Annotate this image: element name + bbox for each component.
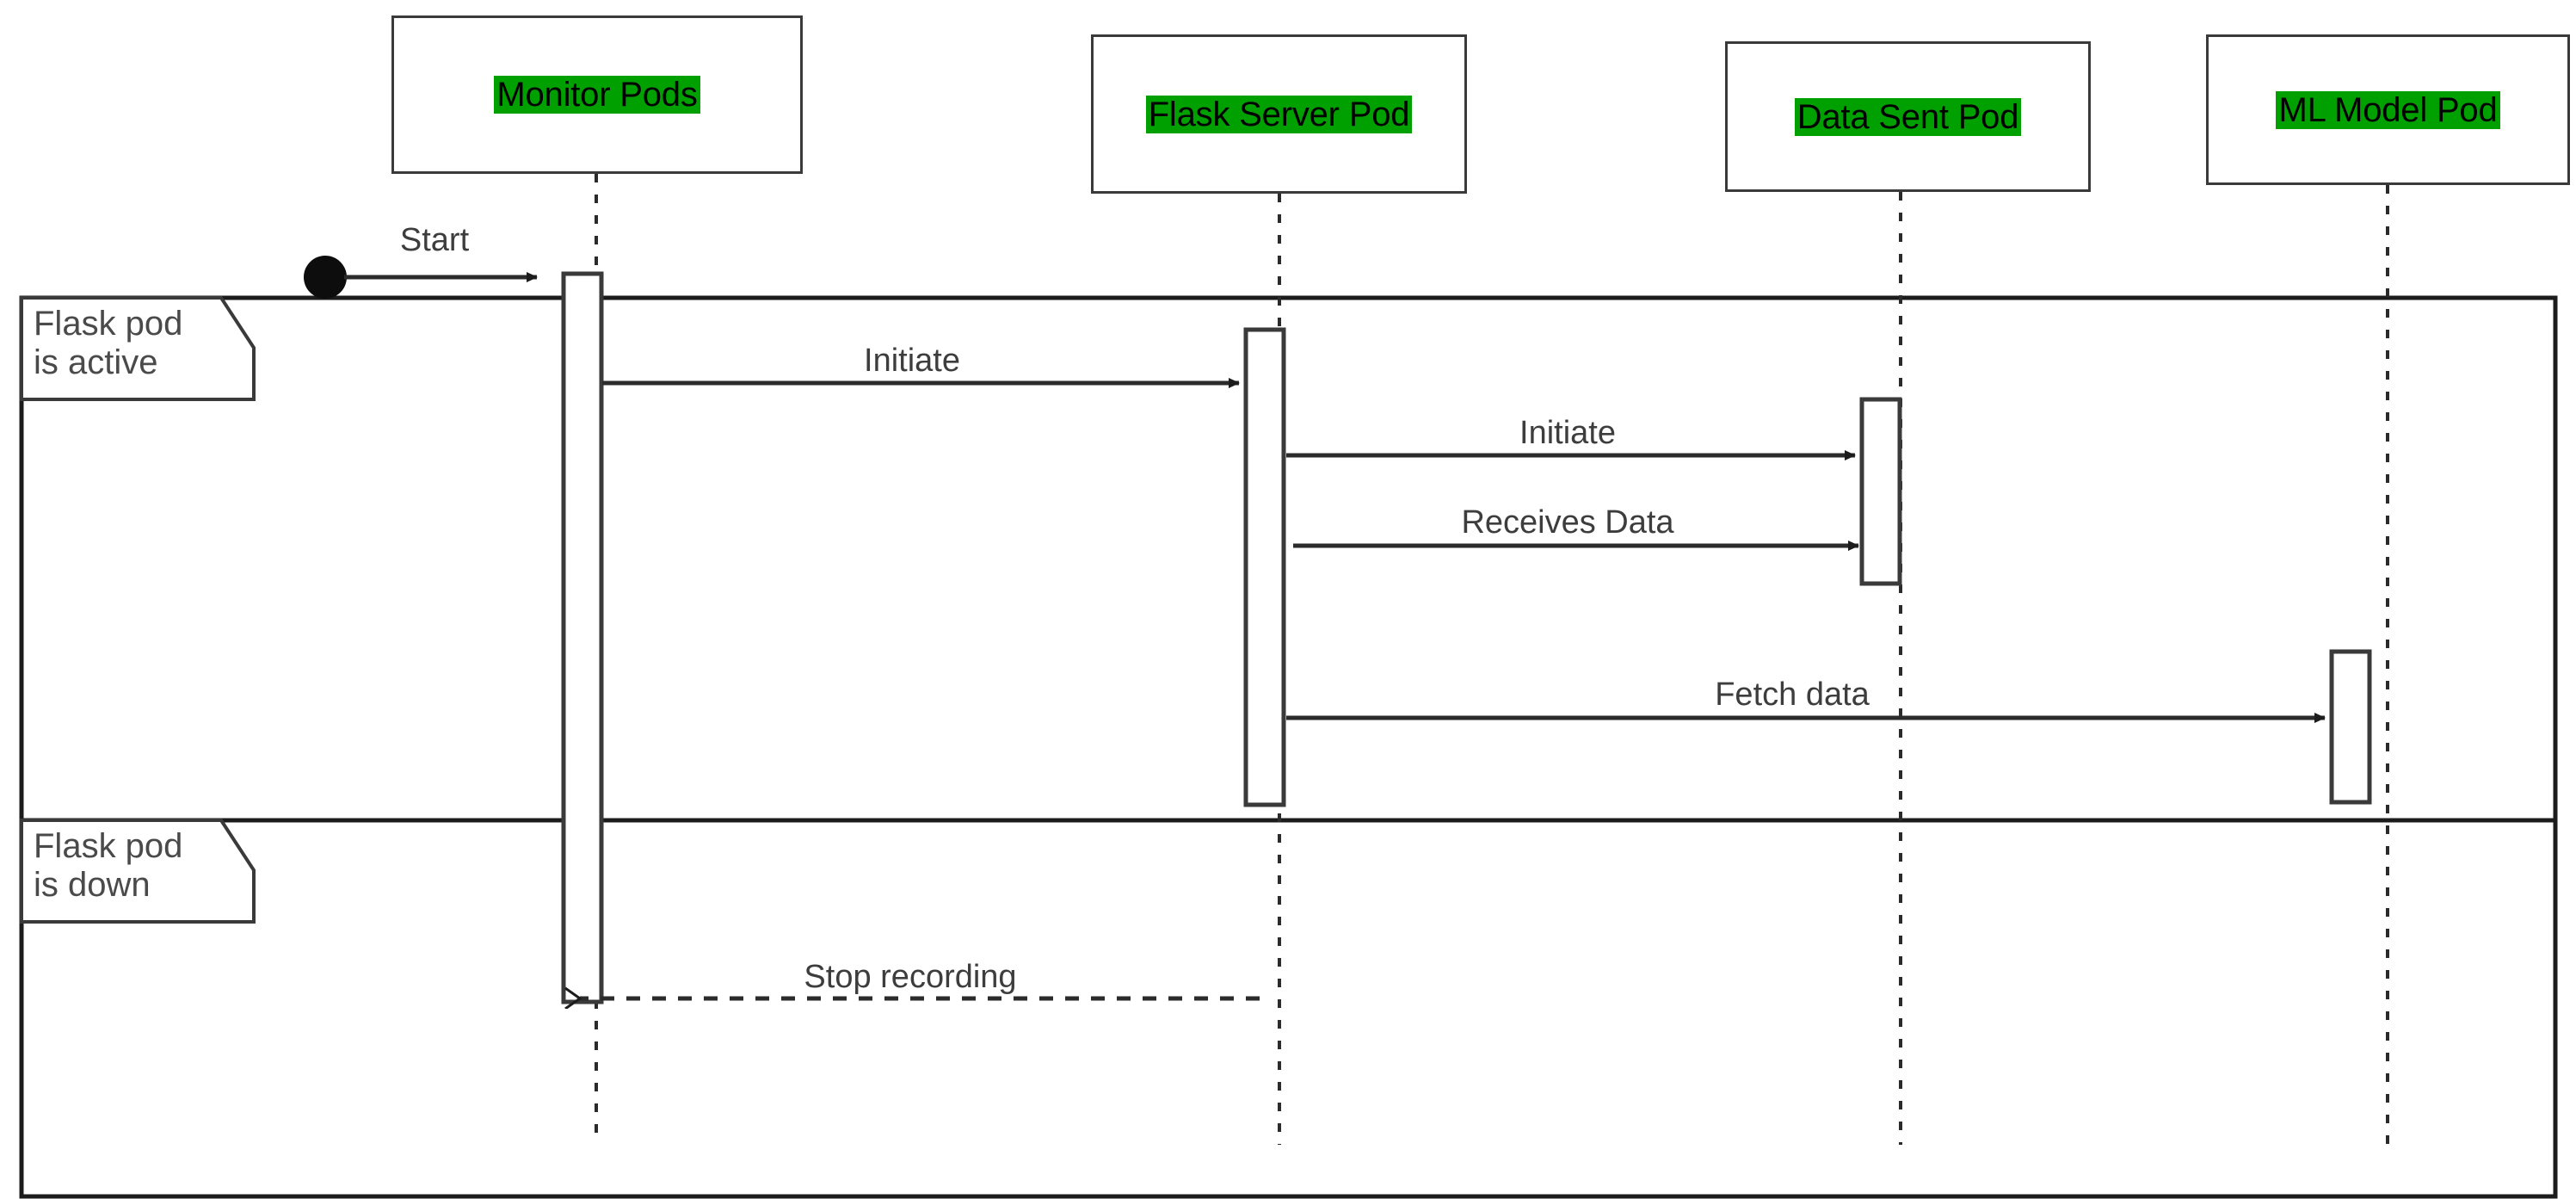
lifeline-head-flask-server-pod[interactable]: Flask Server Pod bbox=[1091, 34, 1467, 194]
fragment-label-shapes bbox=[20, 296, 256, 924]
fragment-label-shape-down bbox=[20, 819, 256, 924]
start-label: Start bbox=[392, 222, 477, 258]
lifeline-head-monitor-pods[interactable]: Monitor Pods bbox=[391, 15, 803, 174]
message-label-receives-data: Receives Data bbox=[1454, 504, 1681, 541]
message-arrows bbox=[580, 378, 2326, 998]
fragment-label-shape-active bbox=[20, 296, 256, 401]
activation-mlmodel bbox=[2329, 649, 2372, 805]
fragment-frame bbox=[19, 295, 2558, 1199]
activation-datasent bbox=[1859, 397, 1902, 586]
lifeline-head-label-data-sent-pod: Data Sent Pod bbox=[1794, 97, 2022, 136]
start-marker bbox=[304, 256, 538, 299]
message-label-fetch-data: Fetch data bbox=[1708, 677, 1877, 713]
start-circle bbox=[304, 256, 347, 299]
message-label-stop-recording: Stop recording bbox=[797, 959, 1024, 995]
message-label-initiate-1: Initiate bbox=[857, 343, 967, 379]
activation-bars bbox=[561, 271, 2372, 1004]
lifeline-head-label-flask-server-pod: Flask Server Pod bbox=[1145, 95, 1413, 133]
activation-monitor bbox=[561, 271, 604, 1004]
message-label-initiate-2: Initiate bbox=[1513, 415, 1623, 451]
lifeline-head-label-ml-model-pod: ML Model Pod bbox=[2276, 90, 2500, 129]
lifeline-head-ml-model-pod[interactable]: ML Model Pod bbox=[2206, 34, 2570, 185]
lifeline-head-data-sent-pod[interactable]: Data Sent Pod bbox=[1725, 41, 2091, 192]
activation-flask bbox=[1243, 327, 1286, 807]
lifeline-head-label-monitor-pods: Monitor Pods bbox=[494, 76, 700, 114]
